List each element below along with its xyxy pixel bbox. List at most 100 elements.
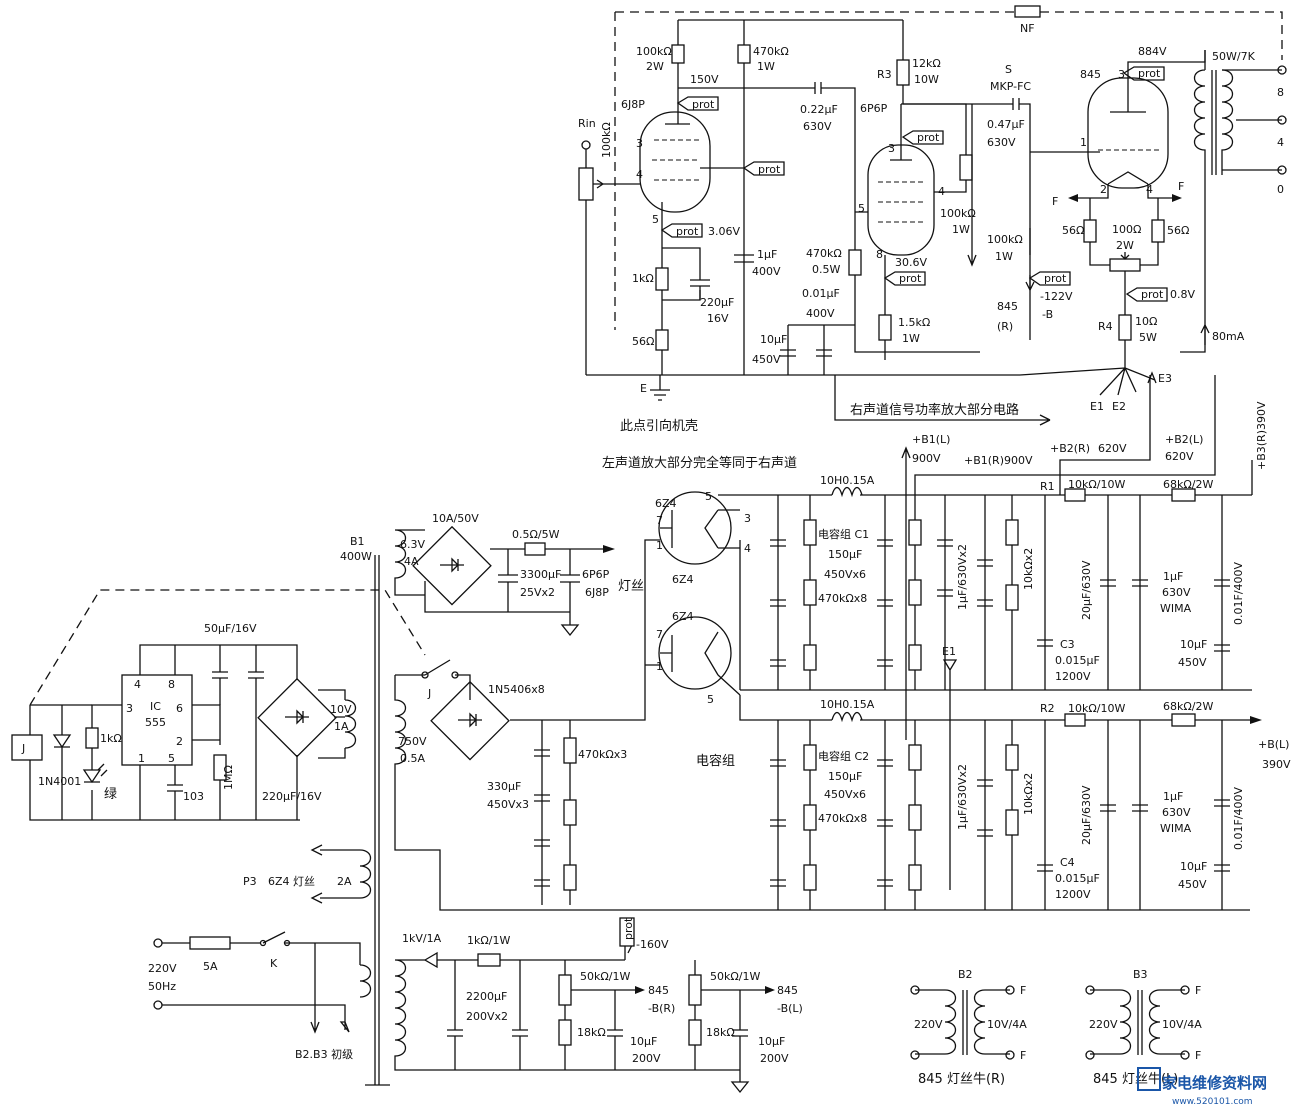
c10ubv: 450V [1178, 878, 1207, 891]
c330-label: 330μF [487, 780, 521, 793]
c20u: 20μF/630V [1080, 560, 1093, 620]
r4-label: R4 [1098, 320, 1113, 333]
timer-r1k: 1kΩ [100, 732, 122, 745]
c10uv-label: 450V [752, 353, 781, 366]
r2v-label: 10kΩ/10W [1068, 702, 1125, 715]
r05-label: 0.5Ω/5W [512, 528, 560, 541]
r56b-label: 56Ω [1167, 224, 1189, 237]
right-channel-note: 右声道信号功率放大部分电路 [850, 402, 1019, 418]
timer-section: IC 555 4 8 3 6 2 1 5 50μF/16V 1MΩ 103 1k… [11, 589, 426, 821]
c001-label: 0.01μF [802, 287, 840, 300]
mains-terminal-2 [153, 1000, 163, 1010]
c10u-label: 10μF [760, 333, 787, 346]
prot-tags: prot prot prot prot prot prot prot prot [660, 66, 1168, 302]
watermark: 家电维修资料网 www.520101.com [1137, 1067, 1267, 1107]
b1w-label: 400W [340, 550, 372, 563]
e3-label: E3 [1158, 372, 1172, 385]
pin5-b: 5 [858, 202, 865, 215]
tube-6p6p [867, 144, 935, 256]
prot-tag-6: prot [1044, 272, 1067, 285]
c1uv-label: 400V [752, 265, 781, 278]
prot-tag-2: prot [758, 163, 781, 176]
r470kw-label: 0.5W [812, 263, 840, 276]
biasc-label: 2200μF [466, 990, 507, 1003]
b1-label: B1 [350, 535, 365, 548]
rin-terminal [581, 140, 591, 150]
tap4: 4 [1277, 136, 1284, 149]
prot-tag-3: prot [676, 225, 699, 238]
pin3-a: 3 [636, 137, 643, 150]
c3300-label: 3300μF [520, 568, 561, 581]
r100-label: 100Ω [1112, 223, 1141, 236]
pin-3a: 3 [744, 512, 751, 525]
r56-label: 56Ω [632, 335, 654, 348]
r18ka: 18kΩ [577, 1026, 606, 1039]
wimab: WIMA [1160, 822, 1192, 835]
prot-tag-7: prot [1141, 288, 1164, 301]
r4w-label: 5W [1139, 331, 1157, 344]
ic-p8: 8 [168, 678, 175, 691]
ic-p1: 1 [138, 752, 145, 765]
potl-label: 50kΩ/1W [710, 970, 760, 983]
b2l-label: +B2(L) [1165, 433, 1203, 446]
switch-label: K [270, 957, 278, 970]
b1lv-label: 900V [912, 452, 941, 465]
biasv-label: -160V [636, 938, 669, 951]
nf-resistor [1014, 5, 1041, 18]
tube2-label: 6P6P [860, 102, 888, 115]
r68kb-label: 68kΩ/2W [1163, 700, 1213, 713]
f-right: F [1178, 180, 1184, 193]
watermark-logo-icon [1137, 1067, 1161, 1091]
b23-label: B2.B3 初级 [295, 1047, 353, 1061]
power-supply-section: B1 400W 6.3V 4A 10A/50V 0.5Ω/5W 3300μF 2… [148, 371, 1291, 1094]
r100kcw-label: 1W [995, 250, 1013, 263]
pin5-a: 5 [652, 213, 659, 226]
c001v-label: 400V [806, 307, 835, 320]
cb470: 470kΩx8 [818, 592, 867, 605]
b3-f2: F [1195, 1049, 1201, 1062]
prot-tag-8: prot [1138, 67, 1161, 80]
ic-p2: 2 [176, 735, 183, 748]
cap047-label: 0.47μF [987, 118, 1025, 131]
b3-note: 845 灯丝牛(L) [1093, 1072, 1178, 1087]
c10bv: 200V [760, 1052, 789, 1065]
bl845: 845 [777, 984, 798, 997]
r470k3-label: 470kΩx3 [578, 748, 627, 761]
r2b-label: 1W [757, 60, 775, 73]
relay-coil [11, 734, 43, 761]
c330v-label: 450Vx3 [487, 798, 529, 811]
cb450: 450Vx6 [824, 568, 866, 581]
cap047v-label: 630V [987, 136, 1016, 149]
nf-label: NF [1020, 22, 1035, 35]
filament-b2: B2 220V 10V/4A F F 845 灯丝牛(R) [910, 968, 1027, 1087]
cap022-label: 0.22μF [800, 103, 838, 116]
prot-tag-4: prot [917, 131, 940, 144]
r1b-label: 2W [646, 60, 664, 73]
prot-tag-bias [619, 917, 635, 947]
c630vb: 630V [1162, 806, 1191, 819]
r68k-label: 68kΩ/2W [1163, 478, 1213, 491]
mains-terminal-1 [153, 938, 163, 948]
r15kw-label: 1W [902, 332, 920, 345]
heater-tubes-1: 6P6P [582, 568, 610, 581]
e1-marker: E1 [942, 645, 956, 658]
fuse [189, 936, 231, 950]
pin1-c: 1 [1080, 136, 1087, 149]
relay-j-label: J [427, 687, 431, 700]
p3a: 2A [337, 875, 352, 888]
blv-label: 390V [1262, 758, 1291, 771]
rt1-lower: 6Z4 [672, 573, 694, 586]
heater-a: 4A [404, 555, 419, 568]
r15k-label: 1.5kΩ [898, 316, 930, 329]
tap0: 0 [1277, 183, 1284, 196]
b2lv-label: 620V [1165, 450, 1194, 463]
c10b: 10μF [758, 1035, 785, 1048]
b3-sec: 10V/4A [1162, 1018, 1202, 1031]
p3-heater: 6Z4 灯丝 [268, 875, 315, 888]
fuse-label: 5A [203, 960, 218, 973]
tube1-label: 6J8P [621, 98, 645, 111]
c1u-label: 1μF [757, 248, 777, 261]
watermark-text: 家电维修资料网 [1162, 1074, 1267, 1092]
hv-label: 750V [398, 735, 427, 748]
